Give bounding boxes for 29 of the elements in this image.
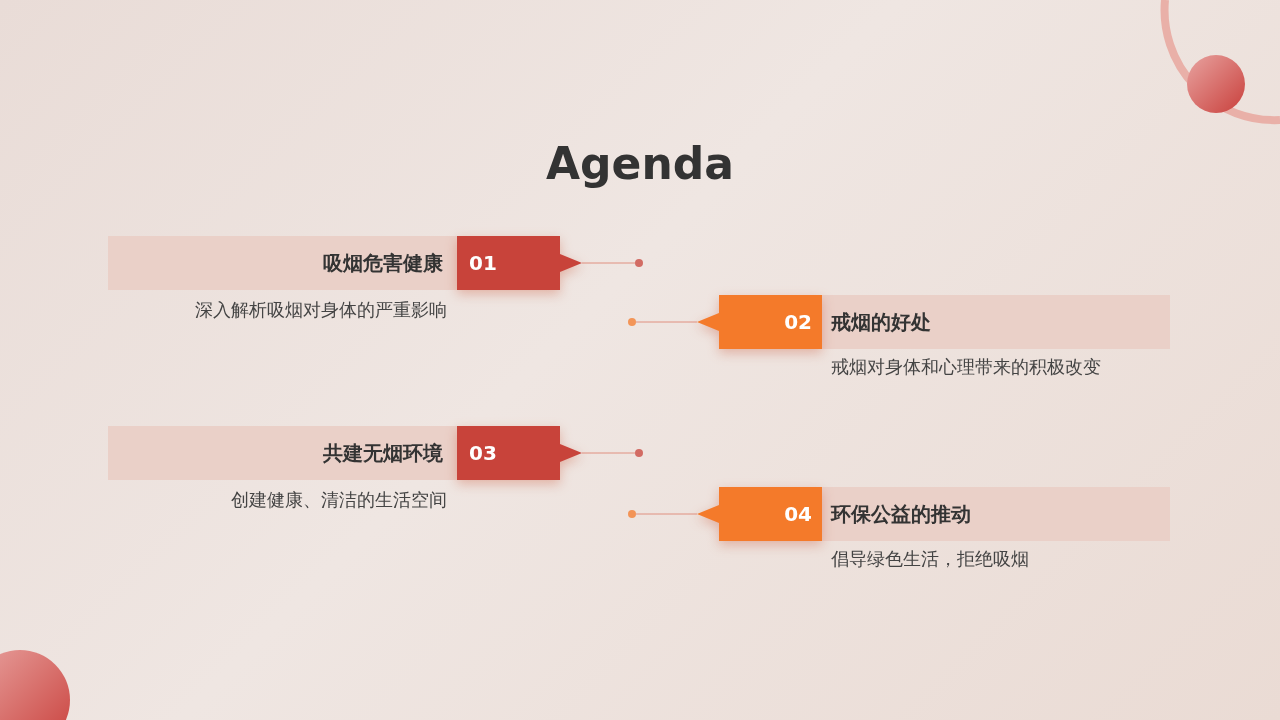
item-title: 戒烟的好处	[831, 309, 931, 336]
item-number: 04	[784, 501, 812, 528]
item-description: 创建健康、清洁的生活空间	[231, 488, 447, 512]
item-title: 吸烟危害健康	[323, 250, 443, 277]
title-band	[108, 236, 457, 290]
title: Agenda	[545, 138, 735, 189]
item-number: 02	[784, 309, 812, 336]
title-band	[822, 295, 1170, 349]
dot	[635, 449, 643, 457]
item-description: 倡导绿色生活，拒绝吸烟	[831, 547, 1029, 571]
dot	[628, 318, 636, 326]
title-band	[108, 426, 457, 480]
connector-line	[581, 262, 636, 264]
connector-line	[635, 321, 698, 323]
item-description: 戒烟对身体和心理带来的积极改变	[831, 355, 1101, 379]
item-number: 01	[469, 250, 497, 277]
dot	[635, 259, 643, 267]
item-title: 共建无烟环境	[323, 440, 443, 467]
number-tab	[697, 487, 822, 541]
item-number: 03	[469, 440, 497, 467]
number-tab	[457, 236, 582, 290]
dot	[628, 510, 636, 518]
connector-line	[581, 452, 636, 454]
title-band	[822, 487, 1170, 541]
item-title: 环保公益的推动	[831, 501, 971, 528]
connector-line	[635, 513, 698, 515]
number-tab	[697, 295, 822, 349]
number-tab	[457, 426, 582, 480]
item-description: 深入解析吸烟对身体的严重影响	[195, 298, 447, 322]
